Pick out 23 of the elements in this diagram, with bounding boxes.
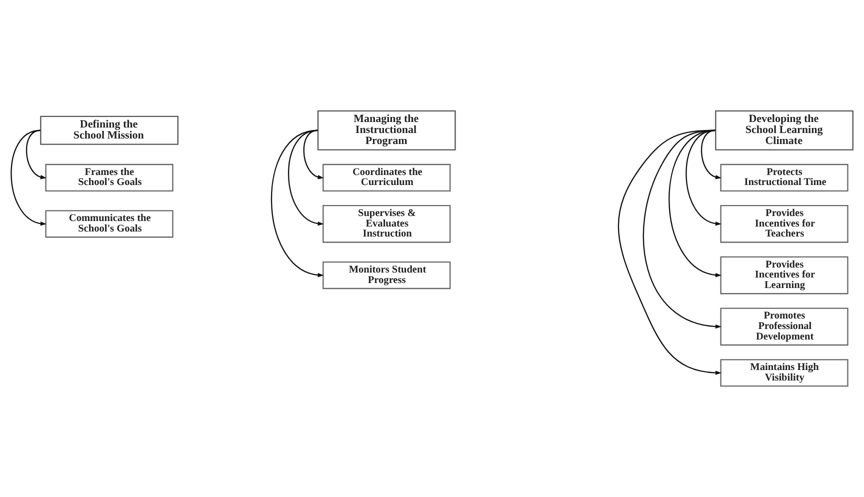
node-box: Provides Incentives for Teachers bbox=[720, 205, 848, 243]
node-box: Coordinates the Curriculum bbox=[322, 164, 451, 192]
node-box: Frames the School's Goals bbox=[45, 164, 174, 192]
arrow bbox=[10, 130, 46, 226]
node-box: Protects Instructional Time bbox=[720, 164, 848, 192]
node-box: Provides Incentives for Learning bbox=[720, 256, 848, 294]
node-box: Monitors Student Progress bbox=[322, 261, 451, 290]
arrow bbox=[288, 130, 324, 226]
arrow bbox=[700, 130, 722, 180]
node-box: Supervises & Evaluates Instruction bbox=[322, 205, 451, 243]
node-box: Communicates the School's Goals bbox=[45, 210, 174, 238]
arrow bbox=[270, 130, 324, 278]
node-box: Promotes Professional Development bbox=[720, 308, 848, 346]
arrow bbox=[618, 130, 722, 375]
node-box: Managing the Instructional Program bbox=[317, 110, 456, 150]
arrow bbox=[642, 130, 722, 329]
arrow bbox=[303, 130, 324, 180]
arrow bbox=[668, 130, 722, 278]
arrow bbox=[26, 130, 46, 180]
node-box: Maintains High Visibility bbox=[720, 359, 848, 387]
node-box: Defining the School Mission bbox=[40, 116, 178, 145]
arrow bbox=[686, 130, 722, 226]
node-box: Developing the School Learning Climate bbox=[715, 110, 854, 150]
